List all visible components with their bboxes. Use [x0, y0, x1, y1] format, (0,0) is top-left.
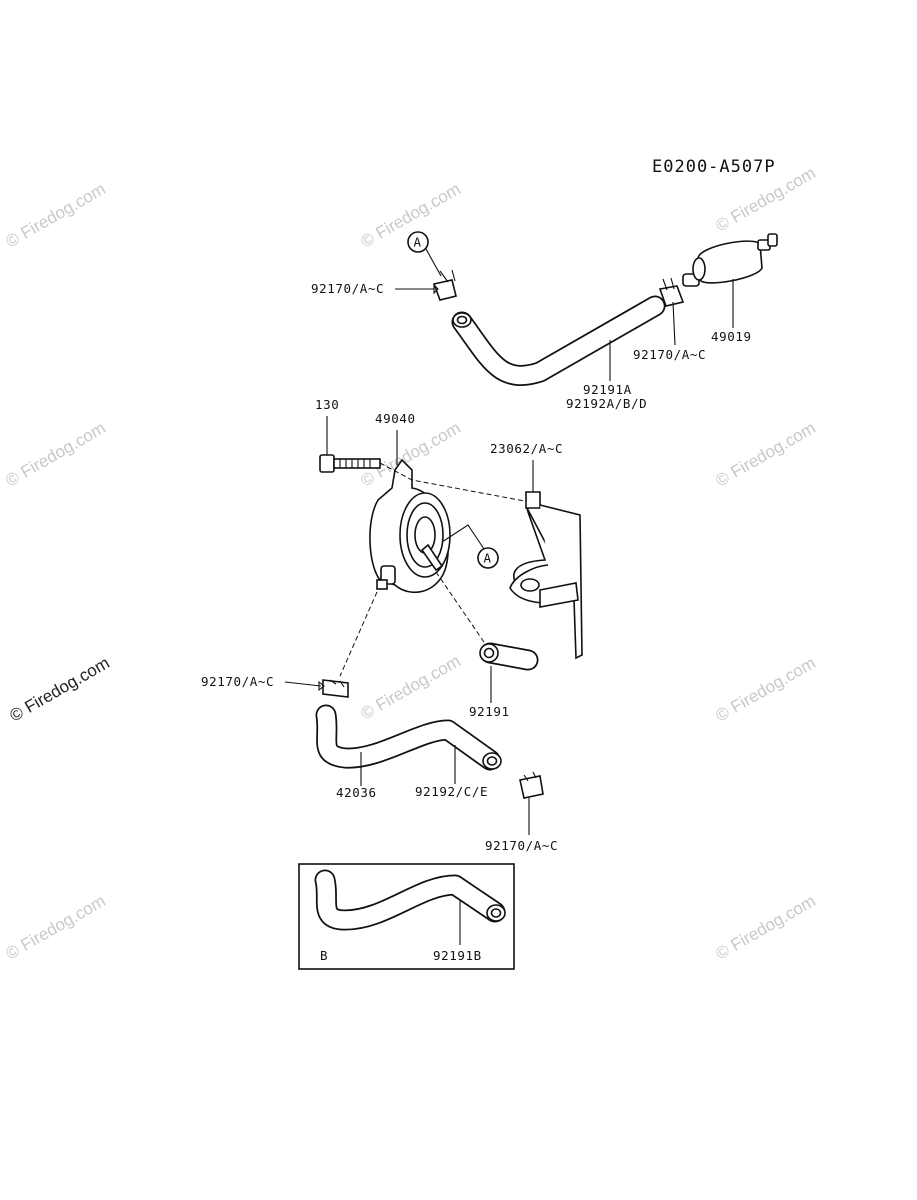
fuel-filter	[682, 233, 778, 287]
bracket-23062	[509, 491, 583, 660]
hose-92191a	[451, 295, 666, 386]
label-hose-bottom: 42036	[336, 785, 377, 800]
inset-b	[298, 863, 515, 970]
fuel-pump	[369, 458, 451, 594]
label-fuel-filter: 49019	[711, 329, 752, 344]
watermark-8: © Firedog.com	[713, 653, 819, 725]
watermark-6: © Firedog.com	[713, 418, 819, 490]
callout-a-top-label: A	[414, 235, 422, 250]
clamp-mid-left	[322, 679, 349, 698]
mount-line	[379, 462, 531, 503]
dash-pump-to-clamp	[339, 591, 378, 677]
callout-a-top: A	[407, 231, 442, 277]
label-short-hose: 92191	[469, 704, 510, 719]
label-hose-top-1: 92191A	[583, 382, 632, 397]
label-hose-bottom-alt: 92192/C/E	[415, 784, 488, 799]
label-inset-b: B	[320, 948, 328, 963]
callout-a-mid-label: A	[484, 551, 492, 566]
label-hose-top-2: 92192A/B/D	[566, 396, 647, 411]
watermark-9: © Firedog.com	[3, 891, 109, 963]
label-clamp-top-right: 92170/A~C	[633, 347, 706, 362]
label-fuel-pump: 49040	[375, 411, 416, 426]
label-clamp-bottom: 92170/A~C	[485, 838, 558, 853]
diagram-code: E0200-A507P	[652, 157, 776, 177]
clamp-bottom	[519, 771, 544, 799]
clamp-top-right	[658, 277, 685, 307]
label-clamp-top-left: 92170/A~C	[311, 281, 384, 296]
watermark-11: © Firedog.com	[713, 891, 819, 963]
label-inset-hose: 92191B	[433, 948, 482, 963]
short-hose-92191	[479, 642, 539, 671]
hose-42036	[315, 704, 502, 771]
clamp-top-left	[432, 269, 457, 301]
callout-a-mid: A	[441, 524, 499, 569]
watermark-4: © Firedog.com	[3, 418, 109, 490]
watermark-1: © Firedog.com	[3, 179, 109, 251]
watermark-dark: © Firedog.com	[7, 653, 113, 725]
label-clamp-mid-left: 92170/A~C	[201, 674, 274, 689]
label-bolt: 130	[315, 397, 339, 412]
label-bracket: 23062/A~C	[490, 441, 563, 456]
watermark-7: © Firedog.com	[358, 651, 464, 723]
dash-pump-to-short-hose	[435, 571, 487, 646]
